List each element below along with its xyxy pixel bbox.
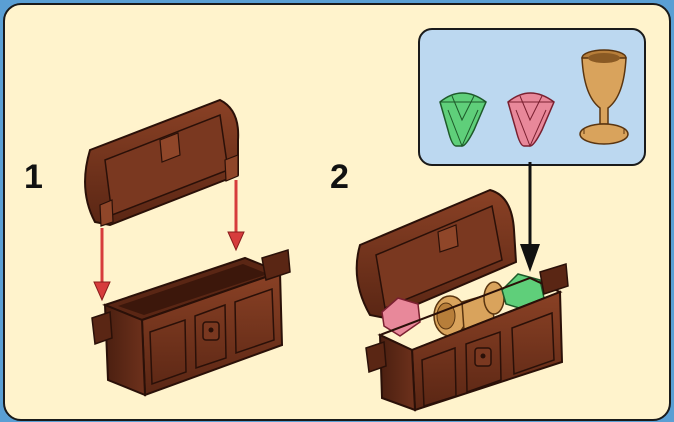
red-arrow-left [94, 228, 110, 300]
black-arrow [520, 162, 540, 272]
goblet-icon [580, 50, 628, 144]
red-arrow-right [228, 180, 244, 250]
chest-base-step1 [92, 250, 290, 395]
chest-lid-step1 [85, 100, 238, 226]
green-gem-icon [440, 93, 486, 146]
pink-gem-icon [508, 93, 554, 146]
